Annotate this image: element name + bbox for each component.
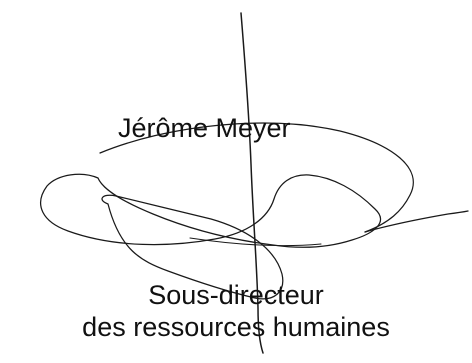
signer-title: Sous-directeur des ressources humaines <box>0 279 472 343</box>
signer-name: Jérôme Meyer <box>118 113 291 143</box>
signer-title-line-2: des ressources humaines <box>82 312 390 342</box>
signer-title-line-1: Sous-directeur <box>148 280 324 310</box>
